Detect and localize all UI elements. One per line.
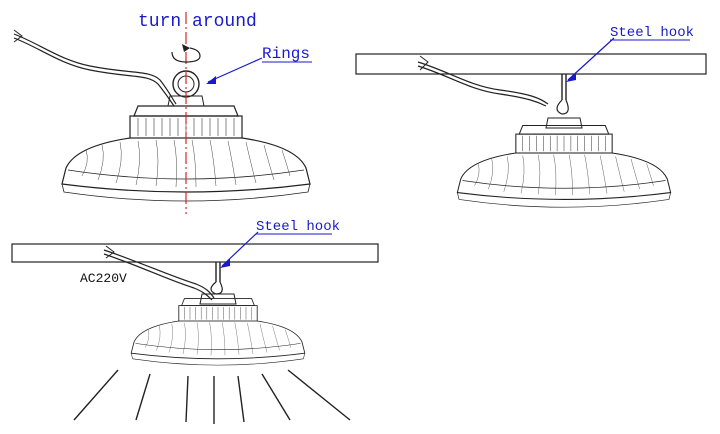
ring-label: Rings [262,45,310,63]
hook-icon [556,74,569,115]
cable-end-icon [13,29,23,43]
lamp-hook-view-bottom: AC220V Steel hook [11,219,379,424]
ceiling-beam [355,53,707,75]
hook-label-top: Steel hook [610,25,694,41]
rotate-label: turn around [138,12,257,32]
hook-icon [210,262,223,295]
lamp-rotation-view: turn around Rings [13,12,312,214]
hook-label-bottom: Steel hook [256,219,340,235]
light-ray-icon [73,369,351,424]
rotation-arrow-icon [171,44,201,63]
ceiling-beam [11,243,379,263]
voltage-label: AC220V [80,271,127,286]
lamp-hook-view-top: Steel hook [355,25,707,208]
